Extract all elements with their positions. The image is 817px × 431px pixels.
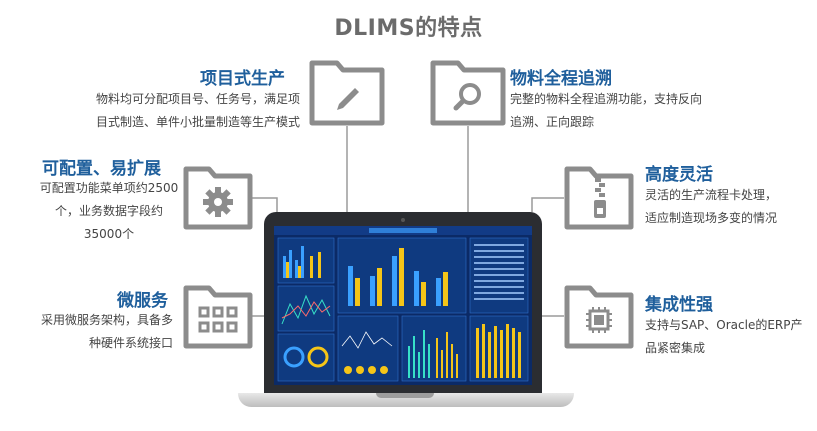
feature-desc-micro: 采用微服务架构，具备多 种硬件系统接口 <box>40 313 173 350</box>
feature-title-integ: 集成性强 <box>645 295 713 315</box>
magnifier-icon <box>453 83 481 111</box>
feature-desc-integ: 支持与SAP、Oracle的ERP产 品紧密集成 <box>645 318 803 355</box>
folder-project <box>309 60 385 126</box>
laptop-notch <box>376 393 434 398</box>
folder-config <box>183 166 253 230</box>
feature-desc-config: 可配置功能菜单项约2500 个，业务数据字段约 35000个 <box>39 181 179 241</box>
grid-icon <box>198 306 238 333</box>
laptop-base <box>238 393 574 407</box>
dashboard-illustration <box>274 226 532 382</box>
feature-title-project: 项目式生产 <box>200 69 285 89</box>
feature-title-flex: 高度灵活 <box>645 165 713 185</box>
feature-title-micro: 微服务 <box>117 291 168 311</box>
laptop-camera <box>401 218 405 222</box>
gear-icon <box>203 187 233 217</box>
feature-desc-flex: 灵活的生产流程卡处理， 适应制造现场多变的情况 <box>645 188 778 225</box>
chip-icon <box>586 307 612 333</box>
feature-desc-trace: 完整的物料全程追溯功能，支持反向 追溯、正向跟踪 <box>510 92 703 129</box>
folder-flex <box>564 166 634 230</box>
laptop-screen <box>274 226 532 385</box>
folder-integ <box>564 285 634 349</box>
pencil-icon <box>337 88 359 110</box>
feature-desc-project: 物料均可分配项目号、任务号，满足项 目式制造、单件小批量制造等生产模式 <box>95 92 300 129</box>
folder-micro <box>183 285 253 349</box>
page-title: DLIMS的特点 <box>334 16 483 41</box>
feature-title-config: 可配置、易扩展 <box>42 159 161 179</box>
folder-trace <box>430 60 506 126</box>
zipper-icon <box>594 178 606 218</box>
feature-title-trace: 物料全程追溯 <box>510 69 612 89</box>
